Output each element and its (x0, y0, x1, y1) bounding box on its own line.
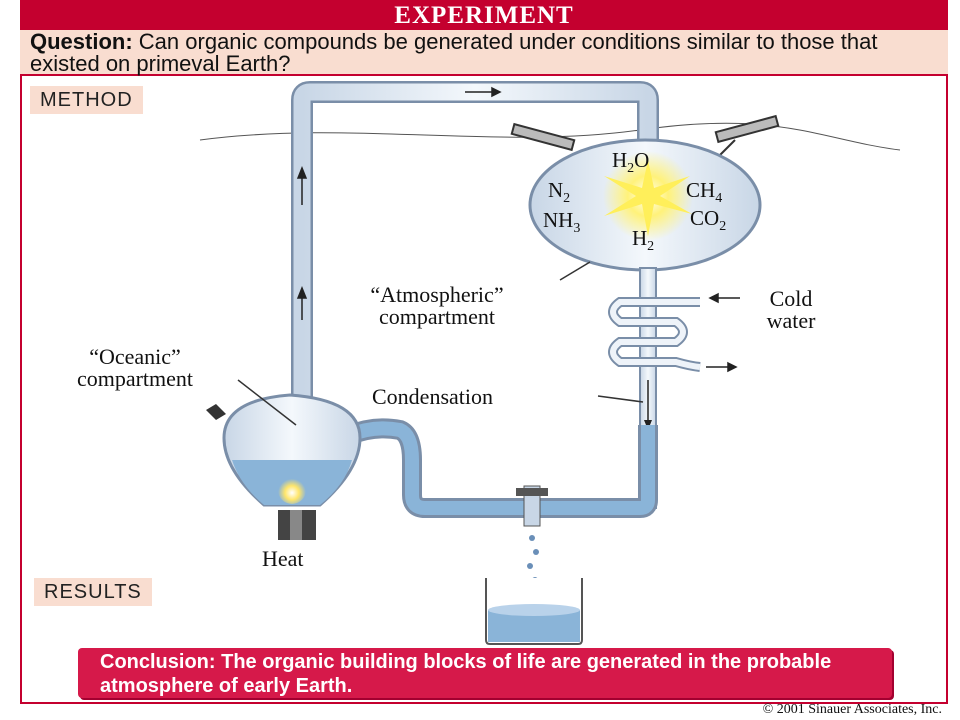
oceanic-label: “Oceanic” compartment (76, 344, 194, 391)
conclusion-banner: Conclusion: The organic building blocks … (78, 648, 892, 698)
experiment-title: EXPERIMENT (20, 0, 948, 30)
question-box: Question: Can organic compounds be gener… (20, 30, 948, 76)
water-arrows (706, 292, 740, 373)
figure-frame (20, 0, 948, 704)
question-body: Can organic compounds be generated under… (30, 29, 878, 76)
oceanic-flask (206, 393, 362, 507)
cooling-coil-inner (610, 299, 701, 370)
chem-nh3: NH3 (543, 208, 581, 237)
electric-spark (603, 151, 693, 241)
copyright: © 2001 Sinauer Associates, Inc. (762, 702, 942, 717)
condensation-label: Condensation (372, 384, 493, 409)
chem-co2: CO2 (690, 206, 727, 235)
results-label: RESULTS (34, 578, 152, 606)
beaker (485, 578, 583, 645)
heat-label: Heat (262, 546, 304, 571)
chem-n2: N2 (548, 178, 571, 207)
label-lines (237, 261, 644, 426)
method-label: METHOD (30, 86, 143, 114)
background-line (199, 122, 901, 151)
chem-ch4: CH4 (686, 178, 723, 207)
return-tube-water (347, 421, 655, 515)
return-tube (346, 418, 658, 518)
atmospheric-label: “Atmospheric” compartment (370, 282, 504, 329)
cold-water-label: Cold water (766, 286, 816, 333)
chem-h2o: H2O (612, 148, 650, 177)
stopcock (516, 485, 548, 527)
question-label: Question: (30, 29, 133, 54)
chem-h2: H2 (632, 226, 655, 255)
question-text: Question: Can organic compounds be gener… (30, 31, 935, 75)
flow-arrows (296, 86, 502, 320)
